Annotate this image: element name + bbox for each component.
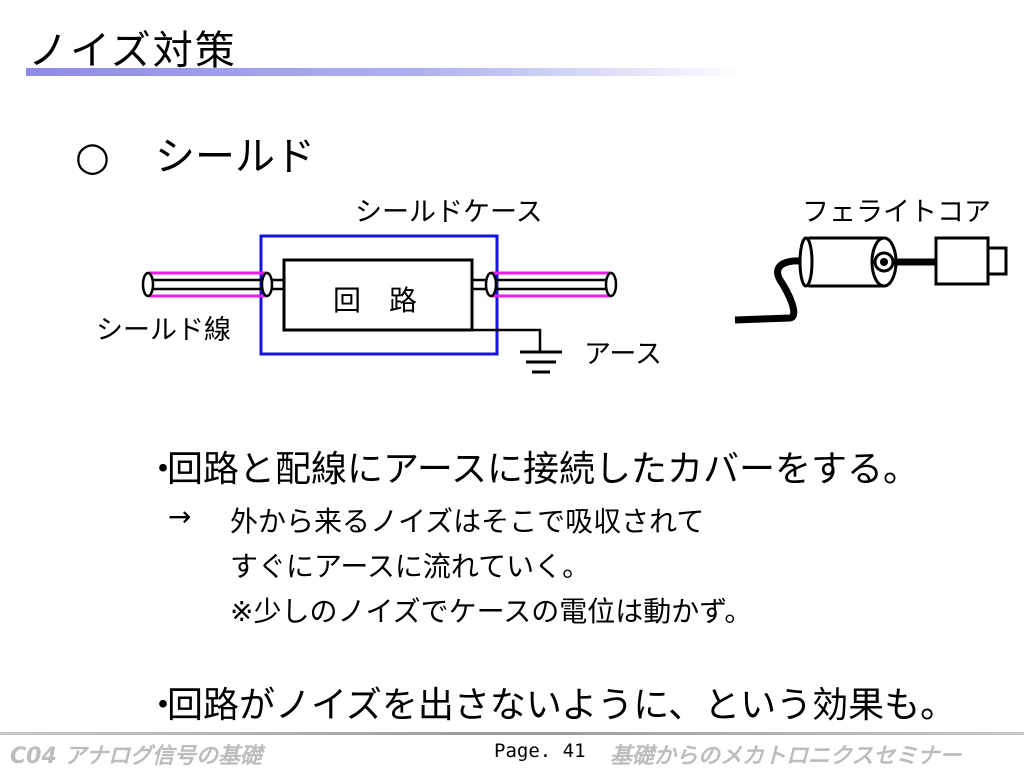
note-line-1: 外から来るノイズはそこで吸収されて	[230, 505, 705, 538]
title-underline	[26, 68, 746, 76]
circuit-box	[282, 258, 474, 332]
shield-diagram	[141, 234, 1008, 374]
shield-case-label: シールドケース	[355, 197, 543, 228]
right-shield-wire	[472, 271, 618, 298]
earth-symbol	[472, 328, 562, 374]
footer-page-number: Page. 41	[494, 740, 586, 762]
section-heading: ○ シールド	[75, 124, 315, 182]
left-shield-wire	[141, 271, 284, 298]
shield-wire-label: シールド線	[96, 315, 231, 346]
ferrite-core-label: フェライトコア	[802, 197, 991, 228]
heading-text: シールド	[155, 134, 315, 180]
note-line-2: すぐにアースに流れていく。	[230, 550, 591, 583]
bullet-item-1: ・回路と配線にアースに接続したカバーをする。	[145, 449, 920, 490]
ferrite-core-illustration	[734, 236, 1008, 324]
circuit-label: 回 路	[333, 284, 418, 317]
footer-divider	[0, 732, 1024, 735]
note-line-3: ※少しのノイズでケースの電位は動かず。	[230, 595, 753, 628]
arrow-icon: →	[168, 500, 192, 533]
page-title: ノイズ対策	[28, 28, 237, 74]
earth-label: アース	[584, 339, 663, 370]
bullet-item-2: ・回路がノイズを出さないように、という効果も。	[145, 685, 957, 726]
footer-seminar-title: 基礎からのメカトロニクスセミナー	[610, 744, 962, 769]
heading-marker: ○	[75, 134, 110, 180]
footer-course-title: C04 アナログ信号の基礎	[10, 744, 262, 769]
